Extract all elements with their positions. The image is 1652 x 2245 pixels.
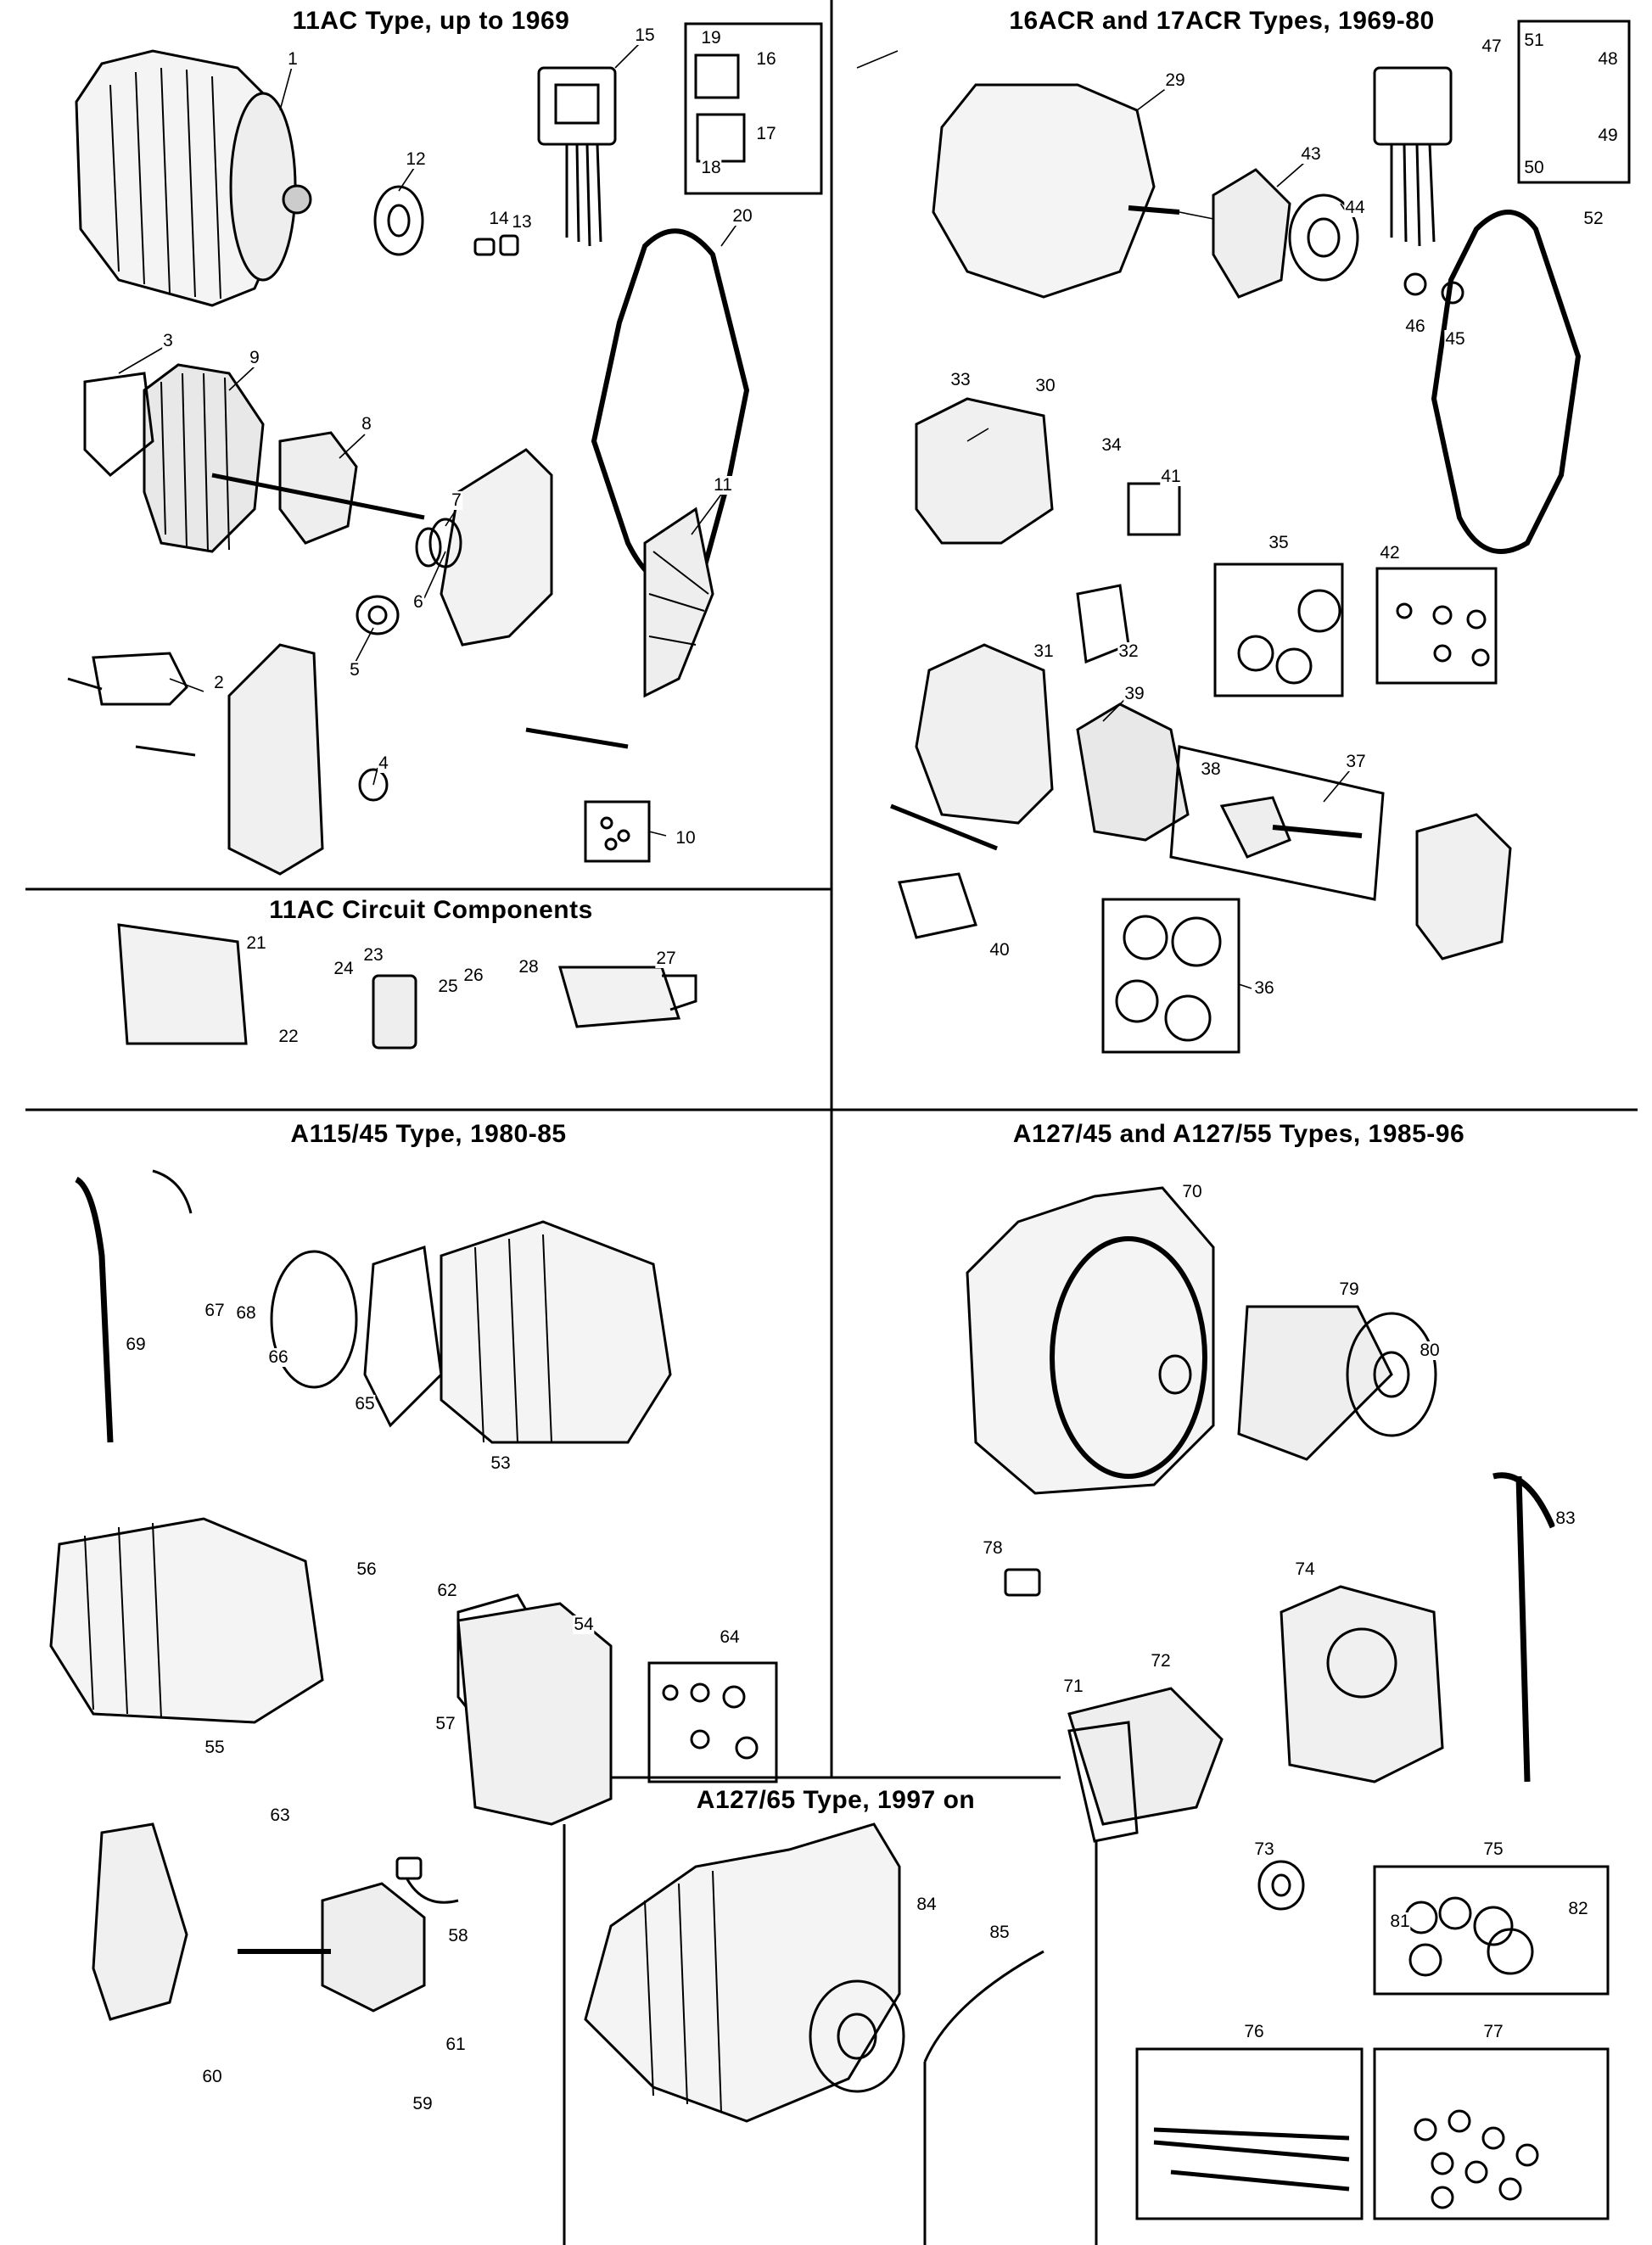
callout-38: 38 — [1200, 759, 1222, 779]
callout-46: 46 — [1404, 316, 1426, 336]
callout-82: 82 — [1567, 1899, 1589, 1918]
callout-40: 40 — [988, 940, 1011, 960]
section-title-a127-65: A127/65 Type, 1997 on — [696, 1786, 976, 1814]
callout-51: 51 — [1523, 31, 1545, 50]
callout-58: 58 — [447, 1926, 469, 1945]
callout-6: 6 — [412, 592, 424, 612]
callout-43: 43 — [1300, 144, 1322, 164]
s3-art — [117, 923, 697, 1050]
callout-80: 80 — [1419, 1341, 1441, 1360]
s4-art — [49, 1169, 778, 2021]
callout-22: 22 — [277, 1027, 300, 1046]
callout-21: 21 — [245, 933, 267, 953]
callout-17: 17 — [755, 124, 777, 143]
callout-39: 39 — [1123, 684, 1145, 703]
callout-25: 25 — [437, 977, 459, 996]
callout-54: 54 — [573, 1615, 595, 1634]
callout-11: 11 — [713, 475, 733, 495]
section-title-11ac: 11AC Type, up to 1969 — [292, 7, 570, 35]
callout-28: 28 — [518, 957, 540, 977]
callout-49: 49 — [1597, 126, 1619, 145]
callout-2: 2 — [213, 673, 225, 692]
callout-19: 19 — [700, 28, 722, 48]
callout-57: 57 — [434, 1714, 456, 1733]
callout-32: 32 — [1117, 641, 1140, 661]
callout-52: 52 — [1582, 209, 1604, 228]
callout-64: 64 — [719, 1627, 741, 1647]
callout-15: 15 — [634, 25, 656, 45]
callout-66: 66 — [267, 1347, 289, 1367]
section-title-11ac-circuit: 11AC Circuit Components — [269, 896, 593, 924]
callout-10: 10 — [675, 828, 697, 848]
callout-33: 33 — [949, 370, 972, 389]
callout-78: 78 — [982, 1538, 1004, 1558]
callout-53: 53 — [490, 1453, 512, 1473]
s1-art — [67, 22, 823, 876]
callout-70: 70 — [1181, 1182, 1203, 1201]
section-title-a115-45: A115/45 Type, 1980-85 — [290, 1120, 567, 1148]
callout-55: 55 — [204, 1738, 226, 1757]
callout-48: 48 — [1597, 49, 1619, 69]
callout-75: 75 — [1482, 1839, 1504, 1859]
callout-61: 61 — [445, 2035, 467, 2054]
callout-9: 9 — [249, 348, 260, 367]
callout-26: 26 — [462, 966, 484, 985]
callout-7: 7 — [451, 490, 462, 510]
callout-72: 72 — [1150, 1651, 1172, 1671]
callout-69: 69 — [125, 1335, 147, 1354]
callout-8: 8 — [361, 414, 372, 434]
callout-60: 60 — [201, 2067, 223, 2086]
callout-47: 47 — [1481, 36, 1503, 56]
callout-12: 12 — [405, 149, 427, 169]
callout-16: 16 — [755, 49, 777, 69]
callout-67: 67 — [204, 1301, 226, 1320]
callout-73: 73 — [1253, 1839, 1275, 1859]
callout-42: 42 — [1379, 543, 1401, 563]
callout-81: 81 — [1389, 1912, 1411, 1931]
callout-13: 13 — [511, 212, 533, 232]
callout-24: 24 — [333, 959, 355, 978]
callout-36: 36 — [1253, 978, 1275, 998]
callout-68: 68 — [235, 1303, 257, 1323]
s6-art — [584, 1822, 1044, 2245]
callout-71: 71 — [1062, 1677, 1084, 1696]
callout-56: 56 — [356, 1559, 378, 1579]
callout-35: 35 — [1268, 533, 1290, 552]
callout-76: 76 — [1243, 2022, 1265, 2041]
callout-77: 77 — [1482, 2022, 1504, 2041]
callout-83: 83 — [1554, 1509, 1576, 1528]
callout-27: 27 — [655, 949, 677, 968]
callout-45: 45 — [1444, 329, 1466, 349]
callout-50: 50 — [1523, 158, 1545, 177]
section-title-a127-45-55: A127/45 and A127/55 Types, 1985-96 — [1012, 1120, 1465, 1148]
callout-14: 14 — [488, 209, 510, 228]
callout-84: 84 — [916, 1895, 938, 1914]
callout-20: 20 — [731, 206, 753, 226]
callout-59: 59 — [412, 2094, 434, 2113]
callout-62: 62 — [436, 1581, 458, 1600]
callout-79: 79 — [1338, 1279, 1360, 1299]
callout-44: 44 — [1344, 198, 1366, 217]
callout-34: 34 — [1100, 435, 1123, 455]
callout-30: 30 — [1034, 376, 1056, 395]
callout-74: 74 — [1294, 1559, 1316, 1579]
s5-art — [966, 1186, 1610, 2220]
callout-3: 3 — [162, 331, 174, 350]
callout-31: 31 — [1033, 641, 1055, 661]
callout-23: 23 — [362, 945, 384, 965]
callout-29: 29 — [1164, 70, 1186, 90]
callout-37: 37 — [1345, 752, 1367, 771]
callout-65: 65 — [354, 1394, 376, 1414]
callout-1: 1 — [287, 49, 299, 69]
callout-41: 41 — [1160, 467, 1182, 486]
callout-85: 85 — [988, 1923, 1011, 1942]
callout-63: 63 — [269, 1806, 291, 1825]
section-title-16acr-17acr: 16ACR and 17ACR Types, 1969-80 — [1009, 7, 1435, 35]
callout-18: 18 — [700, 158, 722, 177]
s2-art — [890, 20, 1631, 1054]
callout-5: 5 — [349, 660, 361, 680]
callout-4: 4 — [378, 753, 389, 773]
